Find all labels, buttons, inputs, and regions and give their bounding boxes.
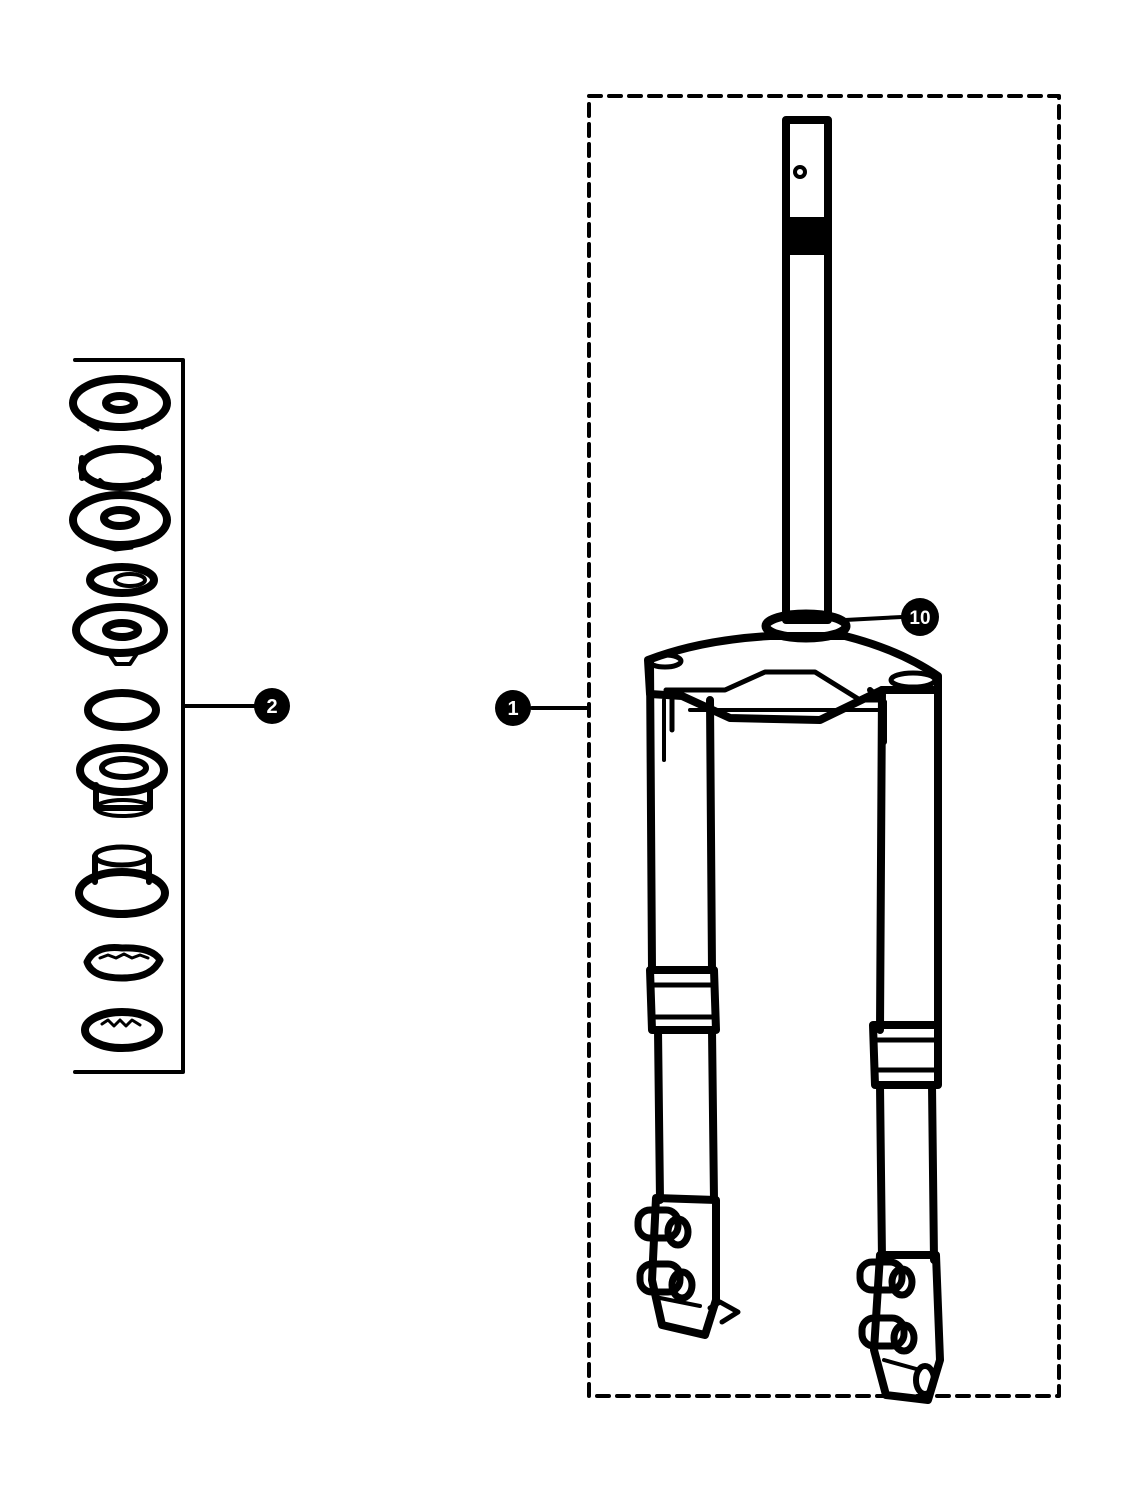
- callout-label-10: 10: [909, 608, 930, 629]
- left-fork-collar: [646, 966, 720, 1034]
- fork-crown: [644, 632, 942, 745]
- leader-line-10: [843, 615, 904, 622]
- steerer-thread-band: [785, 217, 829, 255]
- left-dropout: [634, 1194, 741, 1339]
- crown-race: [75, 844, 169, 918]
- right-fork-collar: [869, 1021, 942, 1089]
- headset-bearing-kit: [69, 358, 258, 1074]
- seal-ring: [83, 944, 164, 982]
- callout-label-2: 2: [266, 696, 277, 718]
- callout-marker-10: 10: [901, 598, 939, 636]
- right-dropout: [856, 1251, 944, 1404]
- front-fork-assembly: [530, 94, 1061, 1404]
- kit-bracket-line: [73, 358, 185, 1074]
- steerer-tube: [782, 116, 832, 624]
- assembly-boundary: [587, 94, 1061, 1398]
- callout-marker-2: 2: [254, 688, 290, 724]
- right-lower-leg: [876, 1081, 938, 1264]
- callout-label-1: 1: [507, 698, 518, 720]
- bearing-ring-upper: [86, 563, 158, 597]
- lower-bearing-cup: [76, 744, 168, 818]
- upper-bearing-cup: [72, 603, 168, 666]
- dust-cap: [81, 1008, 163, 1052]
- callout-marker-1: 1: [495, 690, 531, 726]
- left-lower-leg: [654, 1026, 718, 1204]
- keyed-washer: [78, 445, 162, 491]
- right-upper-tube: [876, 676, 942, 1034]
- left-upper-tube: [646, 658, 716, 974]
- bearing-ring-middle: [84, 689, 160, 731]
- top-cone-nut: [69, 491, 171, 552]
- locknut: [69, 375, 171, 432]
